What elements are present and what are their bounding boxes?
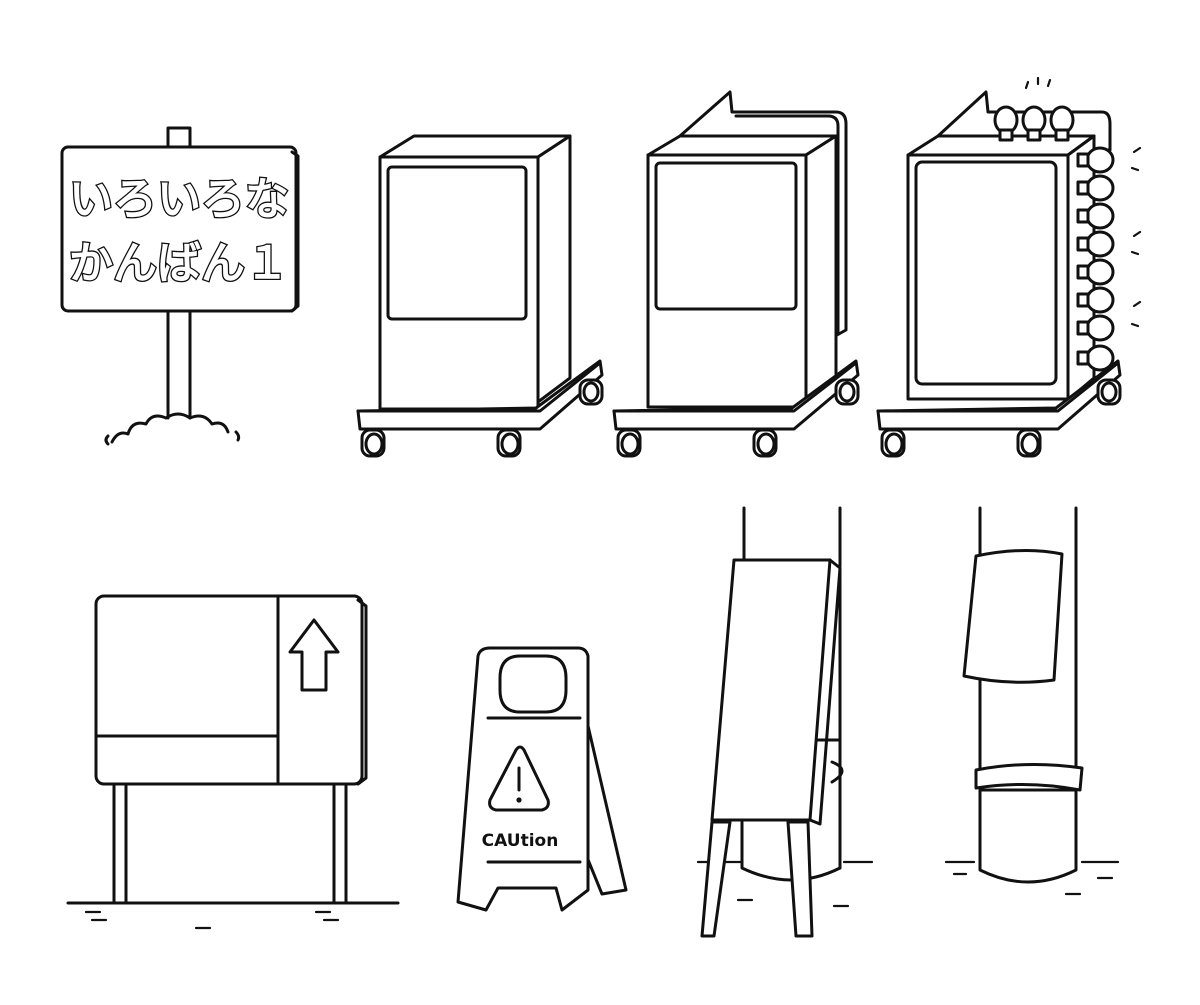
caution-floor-sign: CAUtion (456, 646, 628, 912)
signboard-text-line1: いろいろな (69, 174, 289, 225)
grass-mound (104, 412, 241, 446)
cart-signboard-light-bulbs (876, 76, 1142, 458)
signboard-text-line2: かんばん１ (69, 238, 289, 289)
caution-label: CAUtion (482, 831, 559, 851)
a-frame-board-on-pole (696, 506, 874, 938)
side-bulbs (1076, 146, 1142, 372)
cart-signboard-plain (356, 134, 604, 458)
top-bulbs (993, 76, 1075, 142)
arrow-up-icon (288, 618, 340, 692)
post-signboard: いろいろな かんばん１ (60, 126, 300, 446)
cart-signboard-back-panel (612, 90, 860, 458)
notice-on-pole (944, 506, 1120, 896)
direction-board (66, 594, 400, 930)
paper-notice (962, 548, 1064, 684)
